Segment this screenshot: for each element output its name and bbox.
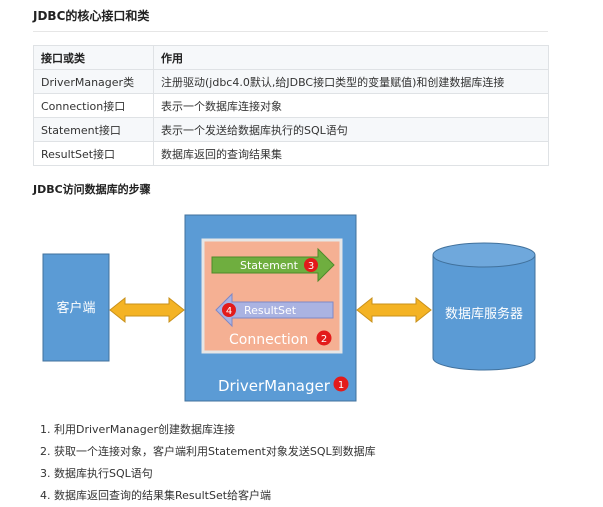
table-cell: 注册驱动(jdbc4.0默认,给JDBC接口类型的变量赋值)和创建数据库连接 (153, 69, 549, 94)
database-server-cylinder (432, 242, 536, 371)
database-server-label: 数据库服务器 (445, 306, 523, 322)
resultset-label: ResultSet (244, 304, 297, 317)
step-badge-1-number: 1 (338, 380, 344, 391)
step-badge-4 (222, 303, 236, 317)
list-item: 1. 利用DriverManager创建数据库连接 (40, 423, 236, 436)
statement-label: Statement (240, 259, 299, 272)
client-label: 客户端 (56, 300, 95, 316)
list-item: 3. 数据库执行SQL语句 (40, 467, 153, 480)
table-cell: Statement接口 (33, 117, 154, 142)
table-row: DriverManager类 注册驱动(jdbc4.0默认,给JDBC接口类型的… (33, 69, 549, 94)
driver-manager-label: DriverManager (218, 377, 331, 395)
table-cell: 表示一个发送给数据库执行的SQL语句 (153, 117, 549, 142)
table-cell: 数据库返回的查询结果集 (153, 141, 549, 166)
connection-label: Connection (229, 332, 308, 348)
step-badge-1 (333, 376, 349, 392)
section-title-core-interfaces: JDBC的核心接口和类 (33, 9, 150, 23)
resultset-arrow (215, 292, 334, 328)
client-driver-arrow (109, 296, 185, 324)
table-header-cell: 接口或类 (33, 45, 154, 70)
section-title-access-steps: JDBC访问数据库的步骤 (33, 183, 151, 196)
table-header-cell: 作用 (153, 45, 549, 70)
interfaces-table: 接口或类 作用 DriverManager类 注册驱动(jdbc4.0默认,给J… (33, 45, 549, 166)
client-box (42, 253, 110, 362)
steps-list: 1. 利用DriverManager创建数据库连接 2. 获取一个连接对象，客户… (40, 419, 376, 507)
step-badge-2 (316, 330, 332, 346)
list-item: 4. 数据库返回查询的结果集ResultSet给客户端 (40, 489, 272, 502)
driver-db-arrow (356, 296, 432, 324)
table-header-row: 接口或类 作用 (33, 45, 549, 70)
table-cell: ResultSet接口 (33, 141, 154, 166)
title-divider (33, 31, 548, 32)
list-item: 2. 获取一个连接对象，客户端利用Statement对象发送SQL到数据库 (40, 445, 376, 458)
step-badge-3 (304, 258, 318, 272)
table-row: ResultSet接口 数据库返回的查询结果集 (33, 141, 549, 166)
step-badge-2-number: 2 (321, 334, 327, 345)
table-row: Statement接口 表示一个发送给数据库执行的SQL语句 (33, 117, 549, 142)
step-badge-4-number: 4 (226, 306, 232, 317)
statement-arrow (211, 247, 335, 283)
step-badge-3-number: 3 (308, 261, 314, 272)
table-cell: DriverManager类 (33, 69, 154, 94)
